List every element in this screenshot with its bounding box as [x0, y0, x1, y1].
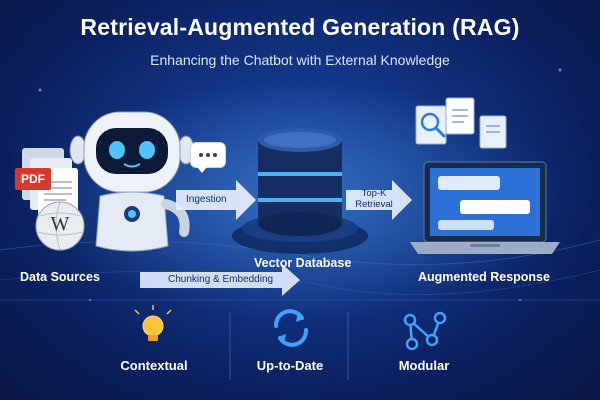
- pdf-badge-text: PDF: [21, 172, 45, 186]
- feature-contextual-label: Contextual: [120, 358, 188, 373]
- speech-bubble-icon: [190, 142, 226, 173]
- feature-modular-label: Modular: [398, 358, 450, 373]
- feature-up-to-date-label: Up-to-Date: [256, 358, 324, 373]
- pdf-badge: PDF: [15, 168, 51, 190]
- chunking-embedding-label: Chunking & Embedding: [168, 274, 274, 285]
- augmented-response-label: Augmented Response: [418, 270, 550, 284]
- page-subtitle: Enhancing the Chatbot with External Know…: [150, 52, 450, 68]
- ingestion-label: Ingestion: [186, 194, 227, 205]
- wikipedia-glyph: W: [50, 213, 70, 235]
- retrieval-label-line2: Retrieval: [355, 199, 393, 210]
- data-sources-label: Data Sources: [20, 270, 100, 284]
- vector-database-label: Vector Database: [254, 256, 352, 270]
- page-title: Retrieval-Augmented Generation (RAG): [80, 14, 520, 40]
- retrieval-label-line1: Top-K: [361, 188, 387, 199]
- retrieval-label: Top-K Retrieval: [352, 188, 396, 210]
